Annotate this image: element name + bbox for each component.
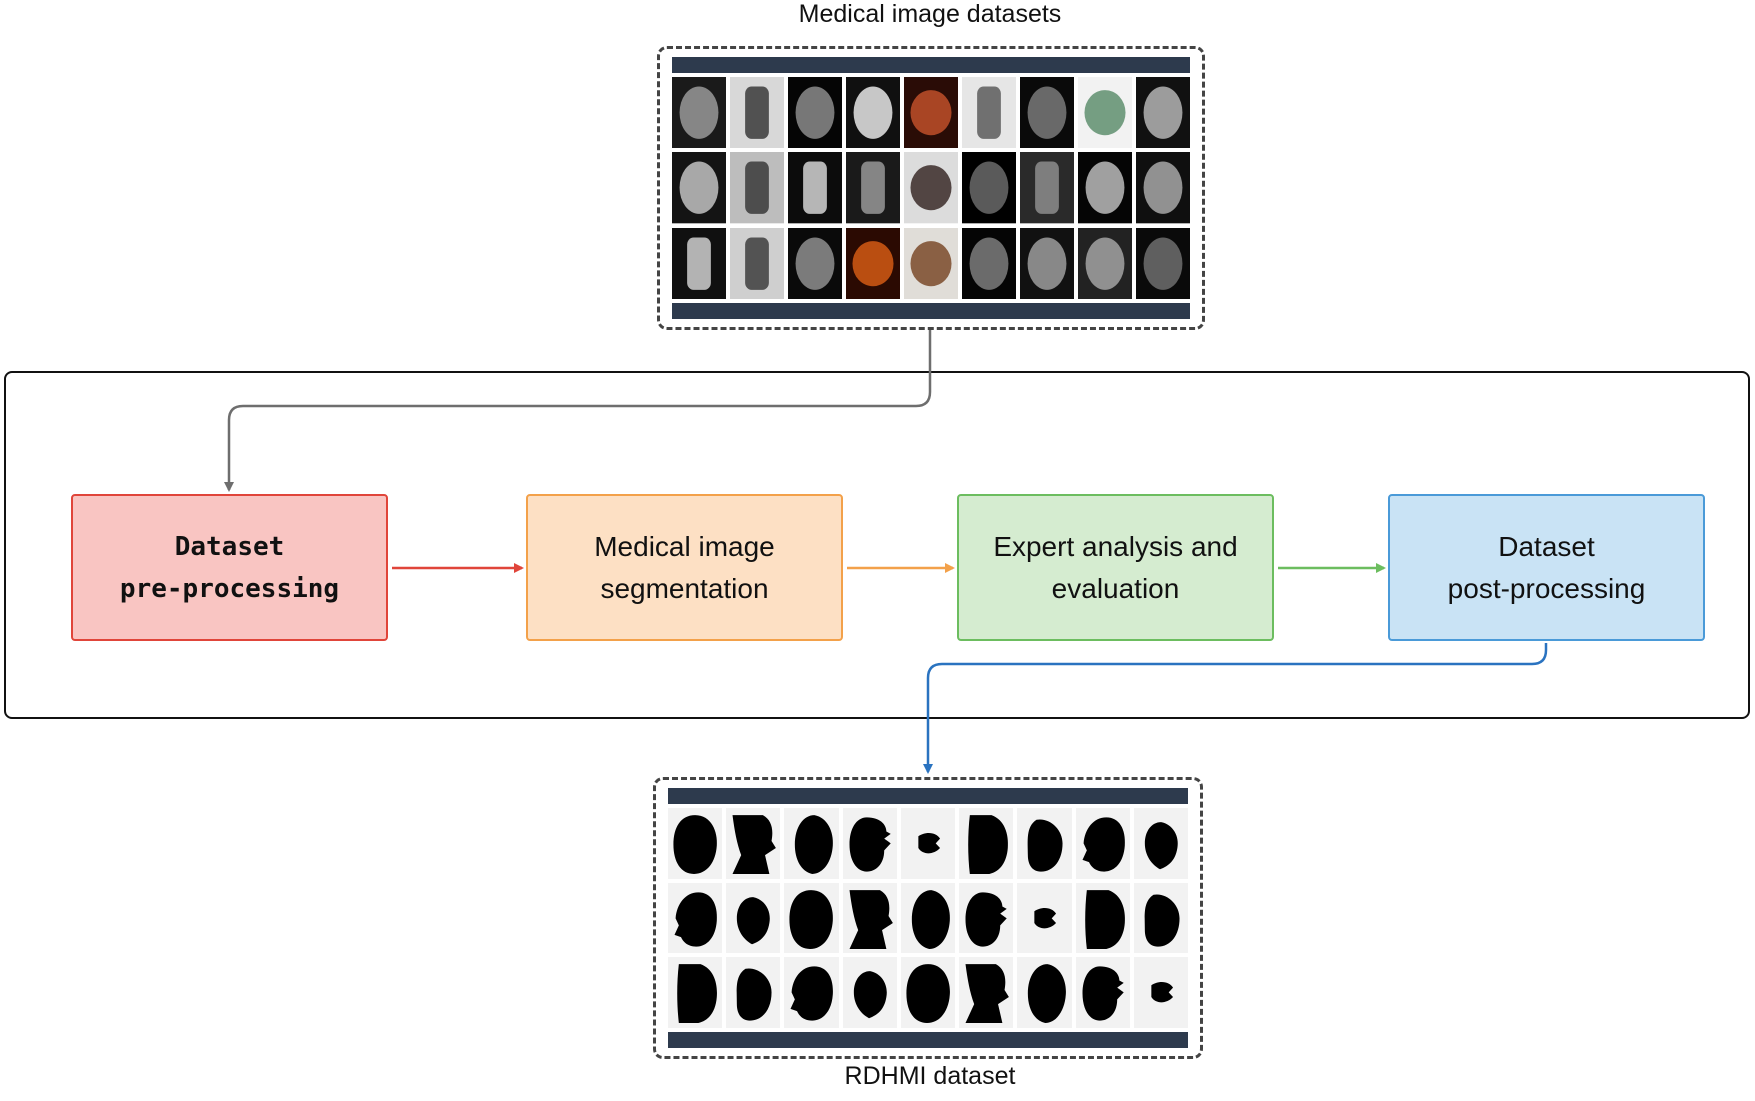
step-label-line2: segmentation (600, 572, 769, 604)
medical-image-thumbnail (788, 77, 842, 149)
segmentation-mask-thumbnail (959, 957, 1014, 1028)
segmentation-mask-thumbnail (1075, 957, 1130, 1028)
segmentation-mask-thumbnail (842, 808, 897, 879)
segmentation-mask-thumbnail (784, 957, 839, 1028)
medical-image-thumbnail (962, 152, 1016, 224)
segmentation-mask-thumbnail (1075, 808, 1130, 879)
medical-image-thumbnail (962, 77, 1016, 149)
segmentation-mask-thumbnail (842, 957, 897, 1028)
segmentation-mask-thumbnail (784, 808, 839, 879)
segmentation-mask-thumbnail (959, 882, 1014, 954)
segmentation-mask-thumbnail (1133, 957, 1188, 1028)
segmentation-mask-thumbnail (726, 957, 781, 1028)
medical-image-thumbnail (730, 77, 784, 149)
step-label-line1: Dataset (1498, 530, 1595, 562)
medical-image-thumbnail (672, 77, 726, 149)
segmentation-mask-thumbnail (842, 882, 897, 954)
dataset-pre-processing-step: Dataset pre-processing (71, 494, 388, 641)
panel-bottom-bar (668, 1032, 1188, 1048)
medical-image-thumbnail (730, 227, 784, 299)
medical-image-thumbnail (1136, 152, 1190, 224)
step-label-line1: Expert analysis and (993, 530, 1238, 562)
step-label-line2: pre-processing (119, 573, 340, 604)
segmentation-mask-thumbnail (668, 957, 723, 1028)
dataset-post-processing-step: Dataset post-processing (1388, 494, 1705, 641)
medical-image-thumbnail (904, 227, 958, 299)
rdhmi-dataset-panel (653, 777, 1203, 1059)
medical-image-thumbnail (1020, 227, 1074, 299)
segmentation-mask-grid (668, 808, 1188, 1028)
segmentation-mask-thumbnail (668, 808, 723, 879)
medical-image-thumbnail (1020, 152, 1074, 224)
segmentation-mask-thumbnail (726, 808, 781, 879)
segmentation-mask-thumbnail (900, 808, 956, 879)
medical-image-thumbnail (1136, 77, 1190, 149)
segmentation-mask-thumbnail (900, 957, 956, 1028)
medical-image-thumbnail (846, 77, 900, 149)
segmentation-mask-thumbnail (784, 882, 839, 954)
segmentation-mask-thumbnail (900, 882, 956, 954)
panel-top-bar (672, 57, 1190, 73)
step-label-line2: evaluation (1051, 572, 1180, 604)
medical-image-thumbnail (1078, 77, 1132, 149)
segmentation-mask-thumbnail (959, 808, 1014, 879)
segmentation-mask-thumbnail (1017, 808, 1072, 879)
medical-image-thumbnail (1020, 77, 1074, 149)
medical-image-thumbnail (904, 152, 958, 224)
medical-image-thumbnail (846, 227, 900, 299)
segmentation-mask-thumbnail (1075, 882, 1130, 954)
medical-image-thumbnail (1136, 227, 1190, 299)
segmentation-mask-thumbnail (1017, 882, 1072, 954)
medical-image-thumbnail (672, 152, 726, 224)
step-label-line1: Dataset (174, 531, 285, 562)
panel-top-bar (668, 788, 1188, 804)
medical-image-thumbnail (904, 77, 958, 149)
output-dataset-title: RDHMI dataset (844, 1062, 1016, 1090)
expert-analysis-evaluation-step: Expert analysis and evaluation (957, 494, 1274, 641)
medical-image-thumbnail (1078, 227, 1132, 299)
segmentation-mask-thumbnail (1133, 882, 1188, 954)
segmentation-mask-thumbnail (668, 882, 723, 954)
segmentation-mask-thumbnail (726, 882, 781, 954)
medical-image-thumbnail-grid (672, 77, 1190, 299)
medical-image-thumbnail (788, 227, 842, 299)
step-label-line2: post-processing (1447, 572, 1646, 604)
step-label-line1: Medical image (594, 530, 775, 562)
medical-image-segmentation-step: Medical image segmentation (526, 494, 843, 641)
medical-image-thumbnail (672, 227, 726, 299)
segmentation-mask-thumbnail (1133, 808, 1188, 879)
medical-image-thumbnail (730, 152, 784, 224)
medical-image-datasets-panel (657, 46, 1205, 330)
medical-image-thumbnail (962, 227, 1016, 299)
panel-bottom-bar (672, 303, 1190, 319)
medical-image-thumbnail (1078, 152, 1132, 224)
medical-image-thumbnail (788, 152, 842, 224)
segmentation-mask-thumbnail (1017, 957, 1072, 1028)
medical-image-thumbnail (846, 152, 900, 224)
input-dataset-title: Medical image datasets (798, 0, 1062, 28)
